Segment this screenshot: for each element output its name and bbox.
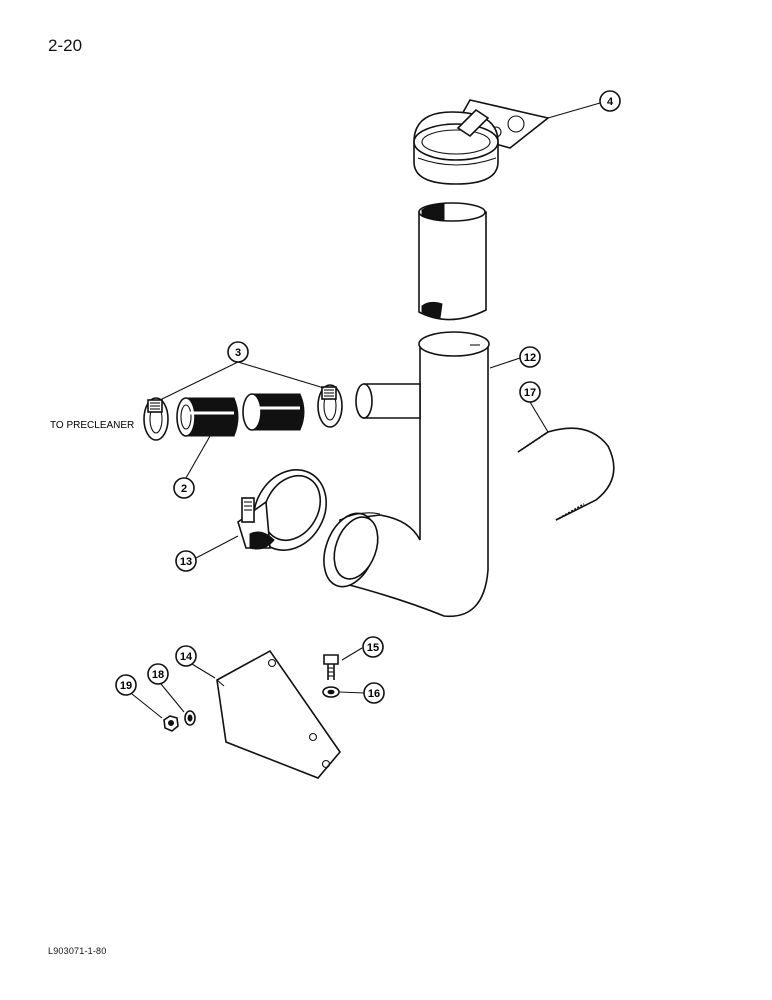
upper-pipe-part: [418, 202, 487, 321]
leader-lines: [131, 102, 601, 719]
svg-text:15: 15: [367, 642, 379, 654]
svg-text:18: 18: [152, 669, 164, 681]
hose-clamp-right-part: [317, 384, 343, 428]
callout-18: 18: [147, 663, 169, 685]
rain-cap-part: [413, 99, 550, 185]
washer-part: [322, 686, 340, 698]
callout-4: 4: [599, 90, 621, 112]
callout-14: 14: [175, 645, 197, 667]
page-number: 2-20: [48, 36, 83, 55]
svg-text:12: 12: [524, 352, 536, 364]
callout-13: 13: [175, 550, 197, 572]
callout-15: 15: [362, 636, 384, 658]
callout-16: 16: [363, 682, 385, 704]
callout-19: 19: [115, 674, 137, 696]
callout-17: 17: [519, 381, 541, 403]
svg-text:3: 3: [235, 347, 241, 359]
band-clamp-part: [237, 469, 327, 551]
drawing-code: L903071-1-80: [48, 946, 107, 956]
bolt-part: [323, 654, 339, 680]
callout-12: 12: [519, 346, 541, 368]
svg-text:14: 14: [180, 651, 193, 663]
svg-text:19: 19: [120, 680, 132, 692]
bracket-plate-part: [216, 649, 342, 779]
to-precleaner-label: TO PRECLEANER: [50, 420, 134, 431]
callout-2: 2: [173, 477, 195, 499]
svg-text:16: 16: [368, 688, 380, 700]
hose-clamp-left-part: [143, 397, 169, 441]
hose-left-part: [176, 397, 239, 437]
hose-right-part: [242, 393, 305, 431]
callout-3: 3: [227, 341, 249, 363]
nut-part: [163, 715, 179, 732]
elbow-pipe-part: [323, 331, 490, 618]
svg-text:2: 2: [181, 483, 187, 495]
lock-washer-part: [184, 710, 196, 726]
u-bolt-part: [517, 427, 615, 521]
svg-text:13: 13: [180, 556, 192, 568]
svg-text:17: 17: [524, 387, 536, 399]
svg-text:4: 4: [607, 96, 614, 108]
